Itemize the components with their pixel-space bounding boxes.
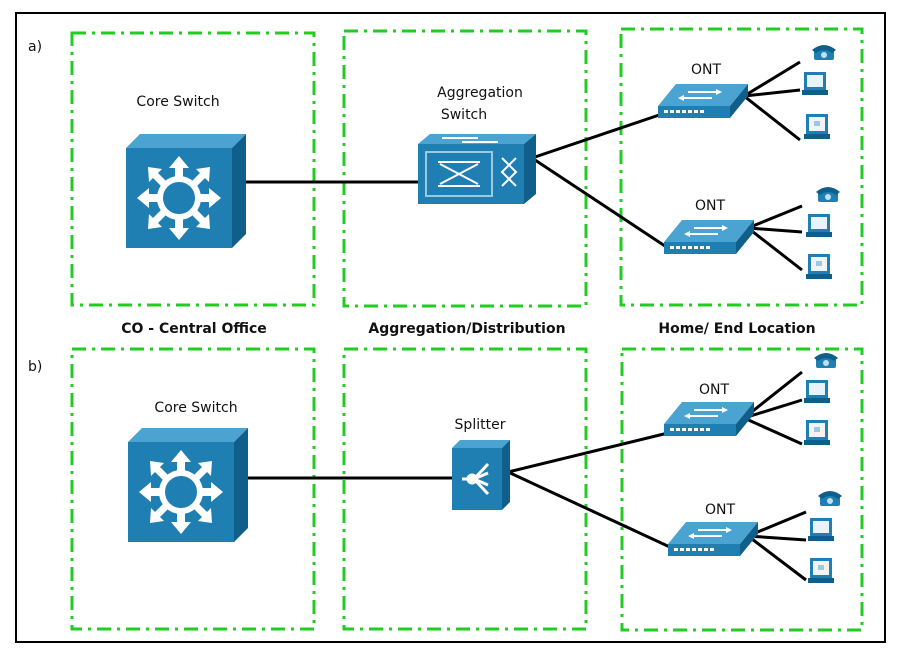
ont-icon [663,401,755,437]
splitter-label: Splitter [455,417,506,433]
ont-icon [667,521,759,557]
link-ont-top-phone [743,60,801,98]
core-switch-label-a: Core Switch [136,94,219,110]
workstation-icon [806,254,832,279]
aggregation-switch-label-line2: Switch [441,107,487,123]
phone-icon [812,45,836,60]
workstation-icon [804,420,830,445]
link-ont-bottom-phone [747,204,803,230]
panel-label-a: a) [28,39,42,55]
panel-label-b: b) [28,359,42,375]
link-ont-top-ws [743,94,801,142]
zone-label-aggregation: Aggregation/Distribution [368,321,565,337]
phone-icon [814,353,838,368]
splitter-icon [452,440,510,510]
link-ont-b-bottom-ws [747,534,807,582]
workstation-icon [804,114,830,139]
pc-icon [804,380,830,403]
phone-icon [818,491,842,506]
zone-box-co-b [70,347,316,631]
zone-box-aggregation-a [342,29,588,308]
ont-label-b-bottom: ONT [705,502,735,518]
pc-icon [802,72,828,95]
zone-label-co: CO - Central Office [121,321,267,337]
ont-icon [657,83,749,119]
link-ont-b-top-ws [743,416,803,446]
aggregation-switch-icon [418,134,536,204]
link-splitter-to-ont-top [507,430,673,474]
pc-icon [808,518,834,541]
zone-box-home-b [620,347,864,632]
aggregation-switch-label-line1: Aggregation [437,85,523,101]
pc-icon [806,214,832,237]
zone-box-aggregation-b [342,347,588,631]
link-ont-bottom-ws [747,226,803,272]
zone-box-home-a [619,27,864,307]
ont-icon [663,219,755,255]
core-switch-icon [126,134,246,248]
link-ont-b-top-pc [743,398,803,420]
link-ont-top-pc [743,88,801,98]
zone-label-home: Home/ End Location [658,321,815,337]
zone-box-co-a [70,31,316,307]
link-ont-b-bottom-pc [747,534,807,542]
workstation-icon [808,558,834,583]
link-splitter-to-ont-bottom [507,470,673,550]
link-aggregation-to-ont-top [531,110,669,160]
ont-label-a-bottom: ONT [695,198,725,214]
link-aggregation-to-ont-bottom [531,156,669,250]
ont-label-a-top: ONT [691,62,721,78]
core-switch-label-b: Core Switch [154,400,237,416]
phone-icon [816,187,840,202]
core-switch-icon [128,428,248,542]
link-ont-bottom-pc [747,226,803,234]
ont-label-b-top: ONT [699,382,729,398]
